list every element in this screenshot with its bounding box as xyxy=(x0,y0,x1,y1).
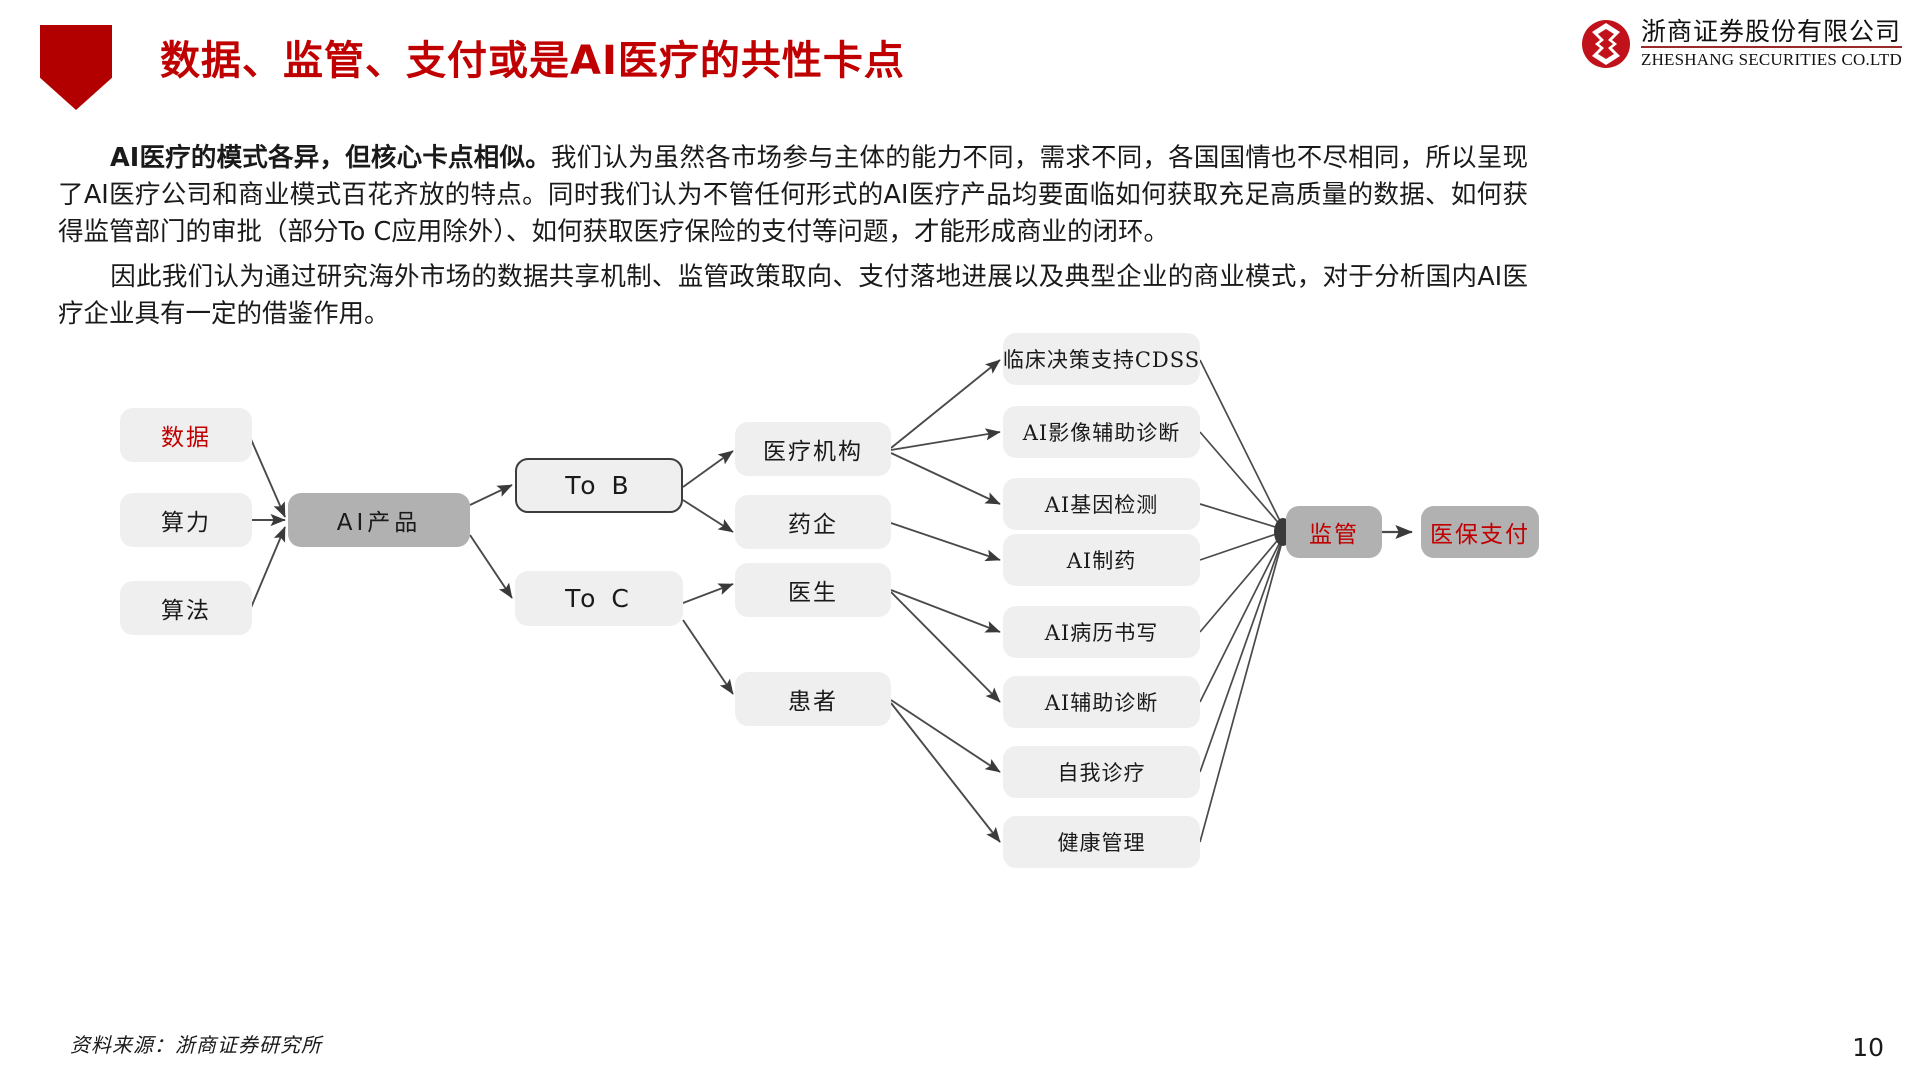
diagram-node-input-compute[interactable]: 算力 xyxy=(120,493,252,547)
diagram-node-gate-insurance-payment[interactable]: 医保支付 xyxy=(1421,506,1539,558)
diagram-node-ai-product[interactable]: AI产品 xyxy=(288,493,470,547)
diagram-edges xyxy=(249,359,1413,843)
paragraph-1: AI医疗的模式各异，但核心卡点相似。我们认为虽然各市场参与主体的能力不同，需求不… xyxy=(58,140,1528,251)
diagram-node-app-genetic-testing[interactable]: AI基因检测 xyxy=(1003,478,1200,530)
diagram-node-app-medical-records[interactable]: AI病历书写 xyxy=(1003,606,1200,658)
diagram-node-gate-regulation[interactable]: 监管 xyxy=(1286,506,1382,558)
diagram-node-app-health-management[interactable]: 健康管理 xyxy=(1003,816,1200,868)
zheshang-emblem-icon xyxy=(1582,20,1630,68)
paragraph-2: 因此我们认为通过研究海外市场的数据共享机制、监管政策取向、支付落地进展以及典型企… xyxy=(58,259,1528,333)
diagram-node-app-drug-discovery[interactable]: AI制药 xyxy=(1003,534,1200,586)
logo-divider xyxy=(1641,46,1902,48)
diagram-node-channel-toc[interactable]: To C xyxy=(515,571,683,626)
company-logo: 浙商证券股份有限公司 ZHESHANG SECURITIES CO.LTD xyxy=(1581,18,1902,70)
diagram-node-app-self-care[interactable]: 自我诊疗 xyxy=(1003,746,1200,798)
page-title: 数据、监管、支付或是AI医疗的共性卡点 xyxy=(160,38,905,84)
slide-header: 数据、监管、支付或是AI医疗的共性卡点 浙商证券股份有限公司 ZHESHANG … xyxy=(0,0,1920,130)
diagram-node-channel-tob[interactable]: To B xyxy=(515,458,683,513)
diagram-node-app-assisted-diagnosis[interactable]: AI辅助诊断 xyxy=(1003,676,1200,728)
source-note: 资料来源：浙商证券研究所 xyxy=(70,1033,322,1057)
diagram-node-app-cdss[interactable]: 临床决策支持CDSS xyxy=(1003,333,1200,385)
body-copy: AI医疗的模式各异，但核心卡点相似。我们认为虽然各市场参与主体的能力不同，需求不… xyxy=(58,140,1528,341)
diagram-node-input-data[interactable]: 数据 xyxy=(120,408,252,462)
diagram-node-actor-medical-institution[interactable]: 医疗机构 xyxy=(735,422,891,476)
diagram-node-actor-pharma[interactable]: 药企 xyxy=(735,495,891,549)
paragraph-1-lead: AI医疗的模式各异，但核心卡点相似。 xyxy=(110,143,551,173)
paragraph-1-rest: 我们认为虽然各市场参与主体的能力不同，需求不同，各国国情也不尽相同，所以呈现了A… xyxy=(58,143,1528,247)
diagram-node-actor-patient[interactable]: 患者 xyxy=(735,672,891,726)
logo-name-cn: 浙商证券股份有限公司 xyxy=(1641,17,1902,46)
diagram-node-input-algorithm[interactable]: 算法 xyxy=(120,581,252,635)
logo-wordmark: 浙商证券股份有限公司 ZHESHANG SECURITIES CO.LTD xyxy=(1641,18,1902,70)
ai-healthcare-flow-diagram: 数据 算力 算法 AI产品 To B To C 医疗机构 药企 医生 患者 临床… xyxy=(0,320,1920,880)
diagram-node-actor-doctor[interactable]: 医生 xyxy=(735,563,891,617)
page-number: 10 xyxy=(1852,1033,1884,1062)
paragraph-2-text: 因此我们认为通过研究海外市场的数据共享机制、监管政策取向、支付落地进展以及典型企… xyxy=(58,262,1528,329)
logo-name-en: ZHESHANG SECURITIES CO.LTD xyxy=(1641,50,1902,69)
diagram-node-app-imaging-diagnosis[interactable]: AI影像辅助诊断 xyxy=(1003,406,1200,458)
header-flag-decoration xyxy=(40,25,112,110)
